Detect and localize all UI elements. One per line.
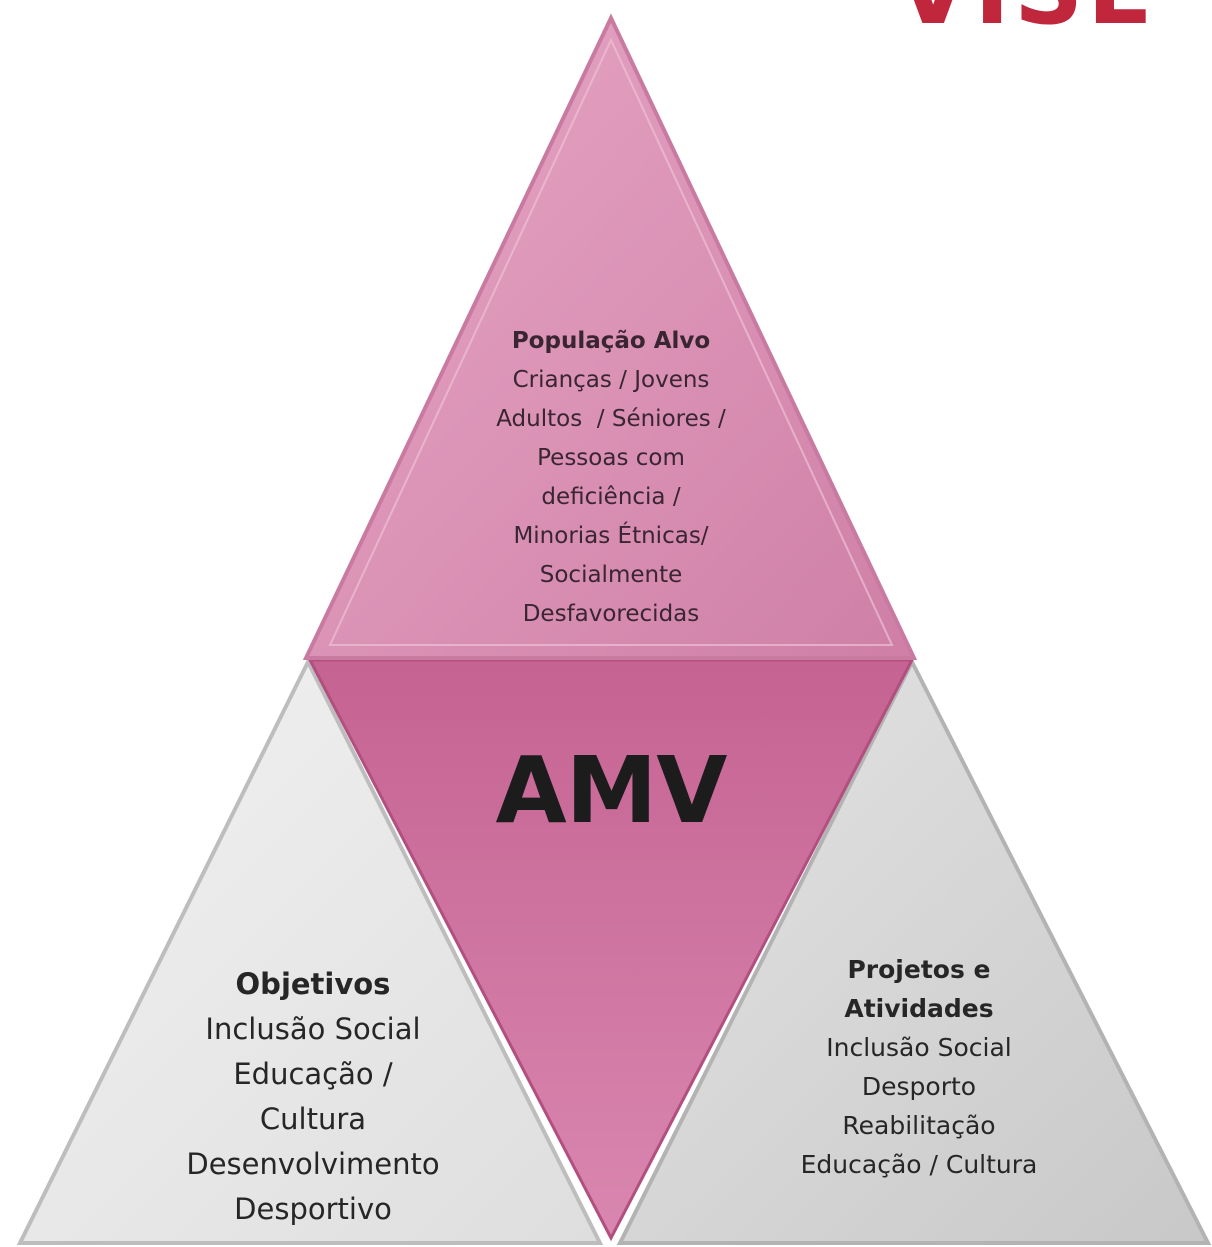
target-population-line: Desfavorecidas — [522, 601, 700, 627]
top-triangle — [302, 13, 918, 660]
target-population-line: Minorias Étnicas/ — [513, 523, 709, 549]
projects-line: Desporto — [861, 1072, 977, 1101]
target-population-line: deficiência / — [541, 484, 681, 510]
top-triangle-bevel — [328, 37, 894, 646]
objectives-line: Educação / — [233, 1057, 393, 1091]
target-population-line: Pessoas com — [537, 445, 685, 471]
objectives-line: Desenvolvimento — [186, 1147, 440, 1181]
objectives-line: Desportivo — [234, 1192, 392, 1226]
left-triangle — [16, 657, 604, 1245]
center-label: AMV — [495, 737, 728, 844]
target-population-line: Crianças / Jovens — [512, 367, 710, 393]
target-population-block: População Alvo Crianças / Jovens Adultos… — [406, 322, 816, 634]
objectives-line: Cultura — [259, 1102, 367, 1136]
projects-line: Inclusão Social — [826, 1033, 1012, 1062]
objectives-block: Objetivos Inclusão Social Educação / Cul… — [148, 962, 478, 1232]
projects-heading: Projetos e — [847, 955, 991, 984]
logo-wordmark: VISE — [896, 0, 1157, 38]
target-population-heading: População Alvo — [511, 328, 711, 354]
projects-block: Projetos e Atividades Inclusão Social De… — [764, 950, 1074, 1184]
objectives-line: Inclusão Social — [205, 1012, 421, 1046]
right-triangle — [616, 657, 1212, 1245]
projects-heading: Atividades — [844, 994, 994, 1023]
target-population-line: Adultos / Séniores / — [496, 406, 726, 432]
objectives-heading: Objetivos — [235, 967, 391, 1001]
projects-line: Educação / Cultura — [800, 1150, 1038, 1179]
projects-line: Reabilitação — [842, 1111, 996, 1140]
target-population-line: Socialmente — [539, 562, 683, 588]
